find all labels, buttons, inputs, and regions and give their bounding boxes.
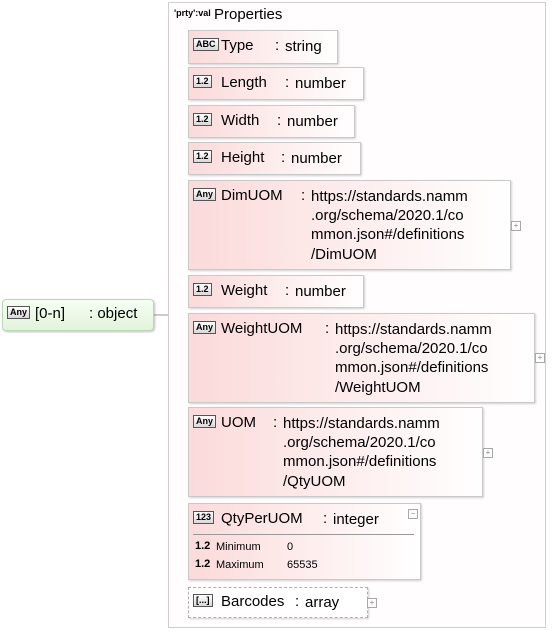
- string-type-icon: ABC: [193, 38, 219, 51]
- property-node-weightuom[interactable]: Any WeightUOM : https://standards.namm .…: [188, 313, 535, 403]
- facet-label: Maximum: [216, 559, 264, 571]
- property-name: Height: [221, 149, 265, 166]
- facet-number-icon: 1.2: [195, 540, 211, 552]
- property-name: Width: [221, 112, 260, 129]
- property-name: QtyPerUOM: [221, 510, 303, 527]
- expand-icon[interactable]: +: [483, 448, 493, 458]
- property-node-barcodes[interactable]: [...] Barcodes : array: [188, 587, 368, 618]
- type-separator: :: [295, 593, 300, 610]
- property-type: number: [287, 113, 338, 130]
- type-separator: :: [285, 74, 290, 91]
- root-object-node[interactable]: Any [0-n] : object: [2, 299, 154, 331]
- properties-kind-label: 'prty':val: [174, 8, 211, 18]
- facet-value: 65535: [287, 559, 318, 571]
- property-name: Length: [221, 74, 267, 91]
- property-node-weight[interactable]: 1.2 Weight : number: [188, 275, 364, 308]
- type-separator: :: [277, 112, 282, 129]
- any-type-icon: Any: [193, 188, 217, 201]
- root-occurrence: [0-n]: [35, 305, 66, 322]
- root-type: : object: [89, 305, 138, 322]
- type-separator: :: [325, 320, 330, 337]
- property-node-dimuom[interactable]: Any DimUOM : https://standards.namm .org…: [188, 180, 511, 270]
- property-name: UOM: [221, 414, 256, 431]
- property-type: integer: [333, 511, 379, 528]
- property-type: https://standards.namm .org/schema/2020.…: [311, 188, 468, 263]
- property-node-uom[interactable]: Any UOM : https://standards.namm .org/sc…: [188, 407, 483, 497]
- number-type-icon: 1.2: [193, 75, 212, 88]
- property-name: Weight: [221, 282, 268, 299]
- facet-number-icon: 1.2: [195, 558, 211, 570]
- array-type-icon: [...]: [193, 594, 213, 607]
- property-node-qtyperuom[interactable]: 123 QtyPerUOM : integer − 1.2 Minimum 0 …: [188, 503, 421, 580]
- any-type-icon: Any: [7, 306, 31, 319]
- property-name: Type: [221, 37, 254, 54]
- property-type: number: [295, 283, 346, 300]
- type-separator: :: [301, 187, 306, 204]
- property-name: DimUOM: [221, 187, 283, 204]
- type-separator: :: [275, 37, 280, 54]
- property-type: number: [295, 75, 346, 92]
- property-type: array: [305, 594, 340, 611]
- property-type: https://standards.namm .org/schema/2020.…: [283, 415, 440, 490]
- expand-icon[interactable]: +: [367, 598, 377, 608]
- property-type: number: [291, 150, 342, 167]
- type-separator: :: [323, 510, 328, 527]
- property-name: WeightUOM: [221, 320, 303, 337]
- integer-type-icon: 123: [193, 511, 215, 524]
- expand-icon[interactable]: +: [511, 221, 521, 231]
- property-name: Barcodes: [221, 593, 285, 610]
- any-type-icon: Any: [193, 415, 217, 428]
- property-type: string: [285, 38, 322, 55]
- facet-value: 0: [287, 541, 294, 553]
- collapse-icon[interactable]: −: [408, 509, 418, 519]
- type-separator: :: [273, 414, 278, 431]
- facet-label: Minimum: [216, 541, 261, 553]
- properties-title: Properties: [214, 6, 283, 23]
- property-type: https://standards.namm .org/schema/2020.…: [335, 321, 492, 396]
- expand-icon[interactable]: +: [535, 353, 545, 363]
- any-type-icon: Any: [193, 321, 217, 334]
- property-node-width[interactable]: 1.2 Width : number: [188, 105, 355, 138]
- number-type-icon: 1.2: [193, 113, 212, 126]
- facet-divider: [193, 534, 414, 535]
- type-separator: :: [285, 282, 290, 299]
- property-node-length[interactable]: 1.2 Length : number: [188, 67, 364, 100]
- type-separator: :: [281, 149, 286, 166]
- number-type-icon: 1.2: [193, 283, 212, 296]
- property-node-type[interactable]: ABC Type : string: [188, 30, 338, 64]
- property-node-height[interactable]: 1.2 Height : number: [188, 142, 361, 175]
- number-type-icon: 1.2: [193, 150, 212, 163]
